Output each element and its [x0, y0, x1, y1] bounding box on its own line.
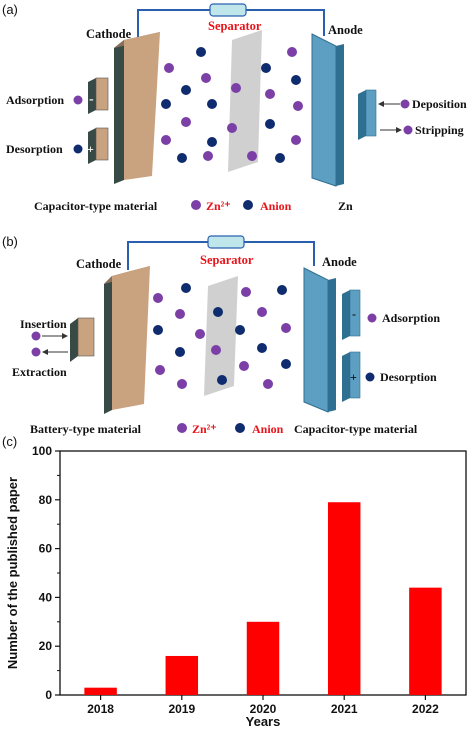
- cathode-material-label-a: Capacitor-type material: [34, 199, 158, 213]
- y-tick-label: 60: [39, 542, 53, 556]
- anion-label-b: Anion: [252, 422, 284, 436]
- y-tick-label: 40: [39, 590, 53, 604]
- anion-dot: [73, 144, 83, 154]
- anode-adsorption-block-side: [342, 290, 350, 340]
- y-tick-label: 100: [32, 444, 52, 458]
- cation-legend-dot-b: [177, 423, 187, 433]
- bar-2018: [84, 687, 117, 695]
- resistor-icon: [207, 235, 245, 249]
- desorption-block: [95, 127, 109, 161]
- y-tick-label: 20: [39, 639, 53, 653]
- adsorption-block: [95, 77, 109, 111]
- separator-membrane: [204, 276, 238, 396]
- deposition-label: Deposition: [412, 97, 467, 111]
- anion-dot: [365, 372, 375, 382]
- panel-a-tag: (a): [2, 2, 18, 17]
- cathode-electrode-side: [114, 40, 124, 184]
- insertion-block-side: [70, 318, 78, 362]
- cation-dot: [73, 95, 83, 105]
- anion-legend-dot-a: [243, 200, 253, 210]
- desorption-label-a: Desorption: [6, 142, 63, 156]
- x-tick-label: 2022: [412, 702, 439, 716]
- separator-membrane: [228, 30, 262, 172]
- minus-sign-a: -: [89, 92, 94, 107]
- bar-2019: [165, 655, 199, 695]
- insertion-arrow-head: [62, 333, 68, 339]
- extraction-arrow-head: [42, 349, 48, 355]
- anode-material-label-b: Capacitor-type material: [294, 422, 418, 436]
- electrolyte-ions-b: [153, 283, 291, 389]
- anion-label-a: Anion: [260, 199, 292, 213]
- cation-dot: [400, 99, 410, 109]
- y-axis-title: Number of the published paper: [5, 477, 20, 669]
- zn-ion-label-b: Zn²⁺: [192, 422, 217, 436]
- x-axis-title: Years: [246, 714, 281, 729]
- resistor-icon: [209, 3, 247, 17]
- stripping-arrow-head: [396, 127, 402, 133]
- extraction-label: Extraction: [12, 365, 67, 379]
- adsorption-block-side: [88, 78, 96, 114]
- anion-legend-dot-b: [235, 423, 245, 433]
- panel-c: (c) 0 20 40 60 80 100 2018 2019 2020 2021 2022 Yea…: [2, 434, 467, 729]
- cathode-electrode: [124, 32, 160, 180]
- insertion-block: [77, 317, 95, 357]
- plus-sign-b: +: [350, 370, 357, 384]
- cathode-material-label-b: Battery-type material: [30, 422, 142, 436]
- anode-electrode: [311, 33, 337, 187]
- panel-b-tag: (b): [2, 234, 18, 249]
- cathode-label: Cathode: [86, 27, 132, 41]
- cathode-electrode-side: [104, 276, 112, 414]
- anode-material-label-a: Zn: [338, 199, 353, 213]
- cathode-label-b: Cathode: [76, 257, 122, 271]
- separator-label-b: Separator: [200, 253, 254, 267]
- y-tick-label: 0: [45, 688, 52, 702]
- anode-desorption-block: [349, 351, 361, 399]
- panel-b: (b) Cathode Separator Anode Insertion Ex…: [2, 234, 440, 436]
- y-tick-label: 80: [39, 493, 53, 507]
- desorption-label-b: Desorption: [380, 370, 437, 384]
- zn-block: [365, 89, 377, 137]
- x-tick-label: 2018: [87, 702, 114, 716]
- anode-desorption-block-side: [342, 352, 350, 402]
- cation-dot: [367, 313, 377, 323]
- x-tick-label: 2021: [331, 702, 358, 716]
- anode-electrode-side: [336, 44, 344, 186]
- adsorption-label-b: Adsorption: [382, 311, 440, 325]
- cation-dot: [31, 347, 41, 357]
- stripping-label: Stripping: [415, 123, 464, 137]
- bar-2022: [409, 587, 442, 695]
- cathode-electrode: [112, 266, 150, 410]
- adsorption-label-a: Adsorption: [6, 93, 64, 107]
- panel-a: (a) Cathode Separator Anode - + Adsorpti…: [2, 2, 467, 213]
- anode-label-b: Anode: [322, 255, 357, 269]
- panel-c-tag: (c): [2, 434, 17, 449]
- cation-legend-dot-a: [191, 200, 201, 210]
- insertion-label: Insertion: [20, 317, 67, 331]
- bar-2020: [246, 621, 280, 695]
- deposition-arrow-head: [378, 101, 384, 107]
- anode-adsorption-block: [349, 289, 361, 337]
- cation-dot: [403, 125, 413, 135]
- bar-chart: 0 20 40 60 80 100 2018 2019 2020 2021 2022: [32, 444, 442, 716]
- x-tick-label: 2019: [168, 702, 195, 716]
- bar-2021: [327, 502, 361, 695]
- anode-electrode: [303, 267, 329, 413]
- minus-sign-b: -: [352, 307, 356, 321]
- x-tick-label: 2020: [250, 702, 277, 716]
- zn-ion-label-a: Zn²⁺: [206, 199, 231, 213]
- anode-label: Anode: [328, 23, 363, 37]
- separator-label: Separator: [208, 19, 262, 33]
- electrolyte-ions-a: [161, 47, 303, 163]
- zn-block-side: [358, 90, 366, 140]
- anode-electrode-side: [328, 278, 336, 412]
- plus-sign-a: +: [87, 142, 94, 156]
- cation-dot: [31, 331, 41, 341]
- desorption-block-side: [88, 128, 96, 164]
